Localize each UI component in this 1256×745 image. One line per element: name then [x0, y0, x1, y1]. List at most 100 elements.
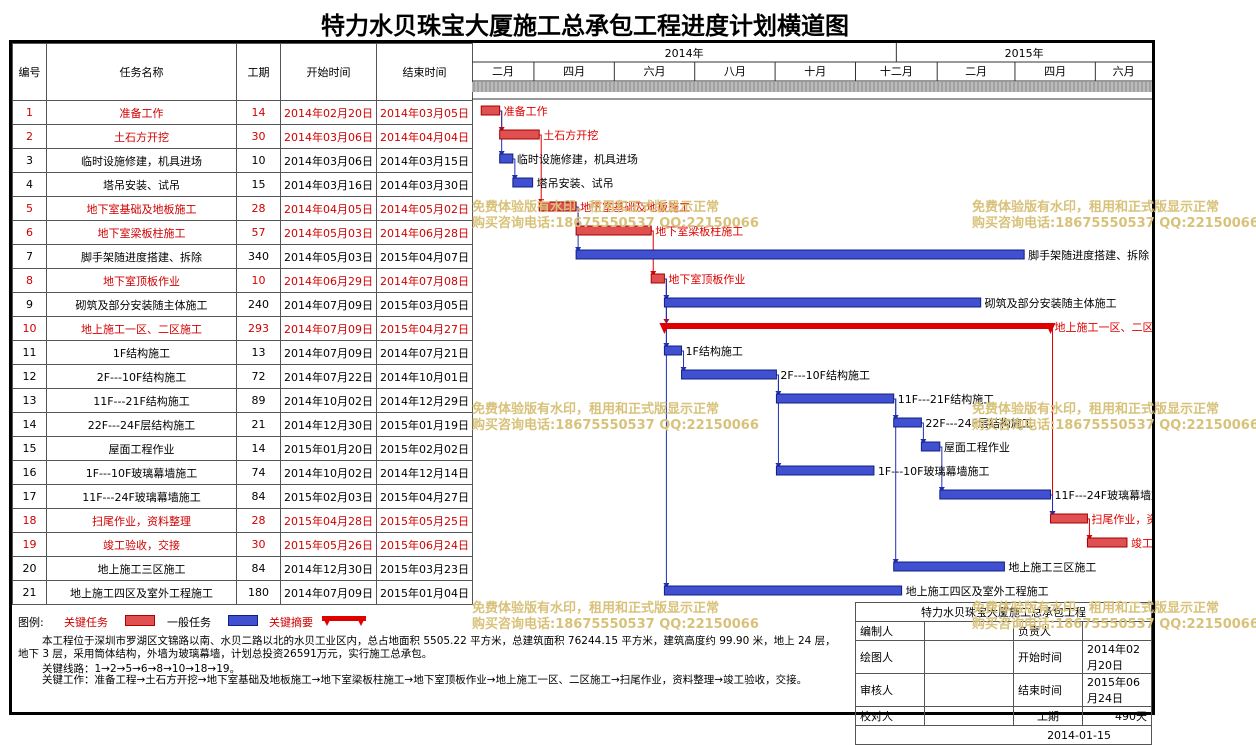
legend-normal-label: 一般任务 — [167, 616, 211, 629]
task-bar — [893, 417, 922, 428]
task-duration: 180 — [236, 580, 281, 605]
task-start: 2014年05月03日 — [280, 244, 377, 269]
task-no: 10 — [12, 316, 47, 341]
task-end: 2015年04月27日 — [376, 484, 473, 509]
watermark: 免费体验版有水印，租用和正式版显示正常购买咨询电话:18675550537 QQ… — [972, 601, 1256, 632]
task-duration: 14 — [236, 436, 281, 461]
sign-duration-label: 工期 — [1013, 706, 1083, 726]
sign-drawer: 绘图人 — [855, 640, 925, 674]
legend-panel: 图例: 关键任务 一般任务 关键摘要 本工程位于深圳市罗湖区文锦路以南、水贝二路… — [12, 602, 855, 714]
task-bar — [663, 297, 982, 308]
month-label: 四月 — [563, 65, 585, 78]
legend-description: 本工程位于深圳市罗湖区文锦路以南、水贝二路以北的水贝工业区内，总占地面积 550… — [18, 635, 836, 660]
task-bar — [663, 585, 903, 596]
chart-frame — [9, 40, 1155, 715]
task-end: 2015年05月25日 — [376, 508, 473, 533]
task-start: 2014年07月22日 — [280, 364, 377, 389]
task-end: 2014年05月02日 — [376, 196, 473, 221]
month-label: 六月 — [1113, 65, 1135, 78]
dependency-link — [939, 446, 943, 490]
summary-bar-end — [1045, 323, 1056, 334]
task-start: 2014年07月09日 — [280, 316, 377, 341]
sign-duration-value: 490天 — [1082, 706, 1152, 726]
task-no: 9 — [12, 292, 47, 317]
task-bar — [1086, 537, 1128, 548]
task-name: 1F---10F玻璃幕墙施工 — [46, 460, 237, 485]
sign-start-label: 开始时间 — [1013, 640, 1083, 674]
task-duration: 10 — [236, 268, 281, 293]
task-name: 塔吊安装、试吊 — [46, 172, 237, 197]
task-bar — [775, 393, 895, 404]
task-bar-label: 地下室梁板柱施工 — [655, 224, 743, 238]
dependency-link — [921, 422, 924, 442]
task-no: 13 — [12, 388, 47, 413]
task-end: 2015年01月04日 — [376, 580, 473, 605]
task-no: 3 — [12, 148, 47, 173]
legend-critical-work: 关键工作：准备工程→土石方开挖→地下室基础及地板施工→地下室梁板柱施工→地下室顶… — [42, 674, 808, 686]
legend-summary-label: 关键摘要 — [269, 616, 313, 629]
task-start: 2015年01月20日 — [280, 436, 377, 461]
watermark: 免费体验版有水印，租用和正式版显示正常购买咨询电话:18675550537 QQ… — [472, 402, 759, 433]
task-start: 2014年10月02日 — [280, 460, 377, 485]
month-label: 二月 — [965, 65, 987, 78]
task-no: 21 — [12, 580, 47, 605]
task-bar-label: 地下室基础及地板施工 — [580, 200, 690, 214]
month-label: 十月 — [804, 64, 826, 78]
legend-summary-swatch — [322, 616, 366, 626]
task-bar-label: 竣工验收，交接 — [1131, 536, 1152, 550]
task-bar-label: 1F---10F玻璃幕墙施工 — [878, 464, 990, 478]
watermark: 免费体验版有水印，租用和正式版显示正常购买咨询电话:18675550537 QQ… — [972, 402, 1256, 433]
page-title: 特力水贝珠宝大厦施工总承包工程进度计划横道图 — [321, 12, 849, 40]
task-start: 2014年06月29日 — [280, 268, 377, 293]
task-end: 2015年04月27日 — [376, 316, 473, 341]
task-duration: 240 — [236, 292, 281, 317]
task-duration: 30 — [236, 124, 281, 149]
task-bar-label: 扫尾作业，资料整理 — [1091, 512, 1152, 526]
task-name: 砌筑及部分安装随主体施工 — [46, 292, 237, 317]
task-start: 2014年03月06日 — [280, 148, 377, 173]
task-name: 地上施工四区及室外工程施工 — [46, 580, 237, 605]
task-duration: 57 — [236, 220, 281, 245]
task-name: 22F---24F层结构施工 — [46, 412, 237, 437]
task-start: 2014年07月09日 — [280, 292, 377, 317]
sign-start-value: 2014年02月20日 — [1082, 640, 1152, 674]
dependency-link — [681, 350, 685, 370]
task-bar — [480, 105, 501, 116]
dependency-link — [539, 134, 542, 202]
task-start: 2014年07月09日 — [280, 340, 377, 365]
task-name: 准备工作 — [46, 100, 237, 125]
task-bar — [1050, 513, 1088, 524]
task-duration: 28 — [236, 508, 281, 533]
task-bar — [939, 489, 1052, 500]
col-start: 开始时间 — [280, 43, 377, 101]
task-end: 2014年03月05日 — [376, 100, 473, 125]
task-end: 2015年03月05日 — [376, 292, 473, 317]
task-bar-label: 土石方开挖 — [543, 128, 598, 142]
dependency-link — [1050, 494, 1054, 514]
task-duration: 28 — [236, 196, 281, 221]
month-label: 二月 — [492, 65, 514, 78]
task-duration: 293 — [236, 316, 281, 341]
month-label: 八月 — [724, 65, 746, 78]
sign-project: 特力水贝珠宝大厦施工总承包工程 — [855, 602, 1152, 622]
legend-label: 图例: — [18, 616, 44, 629]
task-bar — [650, 273, 665, 284]
task-end: 2014年12月14日 — [376, 460, 473, 485]
legend-critical-path: 关键线路：1→2→5→6→8→10→18→19。 — [42, 663, 241, 675]
task-bar — [512, 177, 534, 188]
task-name: 地下室顶板作业 — [46, 268, 237, 293]
task-duration: 74 — [236, 460, 281, 485]
task-bar — [499, 129, 540, 140]
watermark: 免费体验版有水印，租用和正式版显示正常购买咨询电话:18675550537 QQ… — [972, 200, 1256, 231]
month-label: 六月 — [644, 65, 666, 78]
